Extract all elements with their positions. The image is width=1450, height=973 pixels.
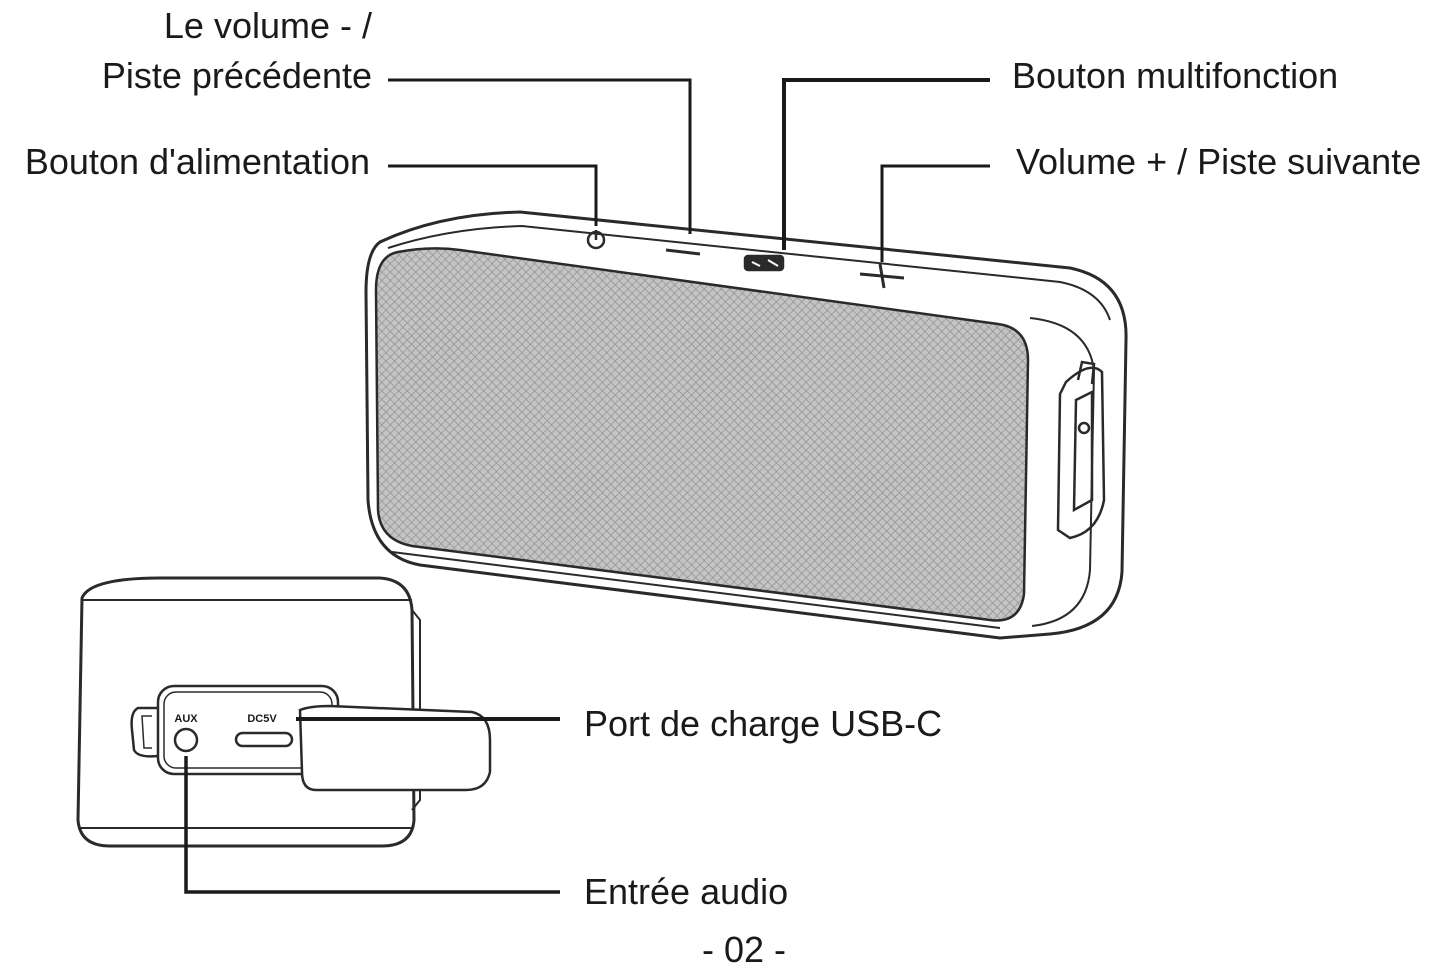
speaker-bottom-edge bbox=[391, 551, 1001, 629]
multifunction-icon bbox=[743, 254, 785, 272]
callout-lines bbox=[184, 78, 990, 894]
dc-marking: DC5V bbox=[247, 713, 277, 725]
callout-line-audio-input bbox=[184, 756, 560, 894]
plus-icon bbox=[859, 263, 905, 289]
strap-loop bbox=[1056, 360, 1106, 540]
label-power-button: Bouton d'alimentation bbox=[24, 141, 370, 182]
label-volume-up: Volume + / Piste suivante bbox=[1016, 141, 1422, 182]
speaker-top-edge bbox=[387, 224, 1111, 321]
port-cover-flap bbox=[298, 704, 492, 792]
top-button-row bbox=[586, 230, 905, 289]
callout-line-multifunction bbox=[782, 78, 990, 250]
callout-line-volume-down bbox=[388, 78, 692, 234]
aux-marking: AUX bbox=[174, 713, 198, 725]
speaker-grille bbox=[374, 247, 1030, 622]
speaker-end-cap bbox=[1029, 317, 1096, 627]
label-volume-down-line1: Le volume - / bbox=[163, 5, 372, 46]
minus-icon bbox=[665, 248, 701, 256]
usb-c-slot bbox=[234, 731, 294, 748]
callout-line-volume-up bbox=[880, 164, 990, 262]
speaker-side-view bbox=[76, 576, 492, 848]
power-icon bbox=[586, 230, 606, 250]
aux-jack bbox=[173, 727, 199, 753]
label-usb-c-port: Port de charge USB-C bbox=[584, 703, 943, 744]
speaker-body-outline bbox=[364, 210, 1128, 640]
label-audio-input: Entrée audio bbox=[584, 871, 789, 912]
label-multifunction-button: Bouton multifonction bbox=[1012, 55, 1339, 96]
page-number: - 02 - bbox=[702, 929, 787, 970]
label-volume-down-line2: Piste précédente bbox=[101, 55, 372, 96]
callout-line-power bbox=[388, 164, 598, 226]
